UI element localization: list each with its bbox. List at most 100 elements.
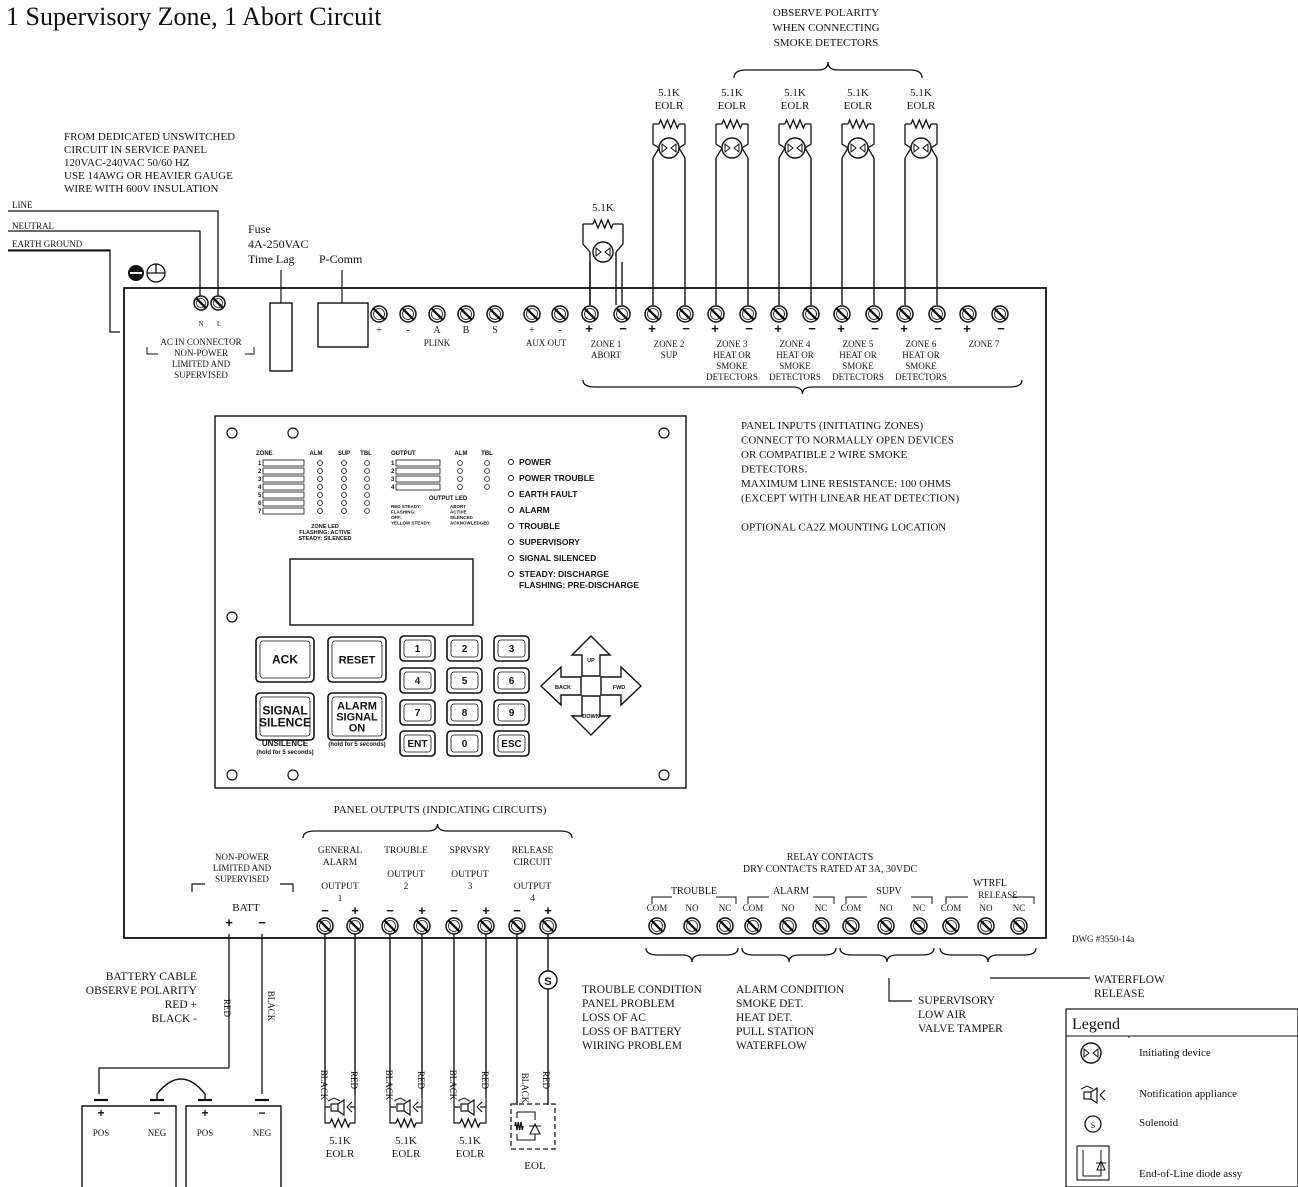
zone-led bbox=[317, 484, 323, 490]
eolr-label: EOLR bbox=[326, 1148, 355, 1160]
esc-button-outer[interactable] bbox=[493, 730, 530, 757]
key-1-inner[interactable] bbox=[403, 639, 432, 658]
key-5-label[interactable]: 5 bbox=[462, 676, 468, 687]
key-0[interactable]: 0 bbox=[446, 730, 483, 757]
screw-slot bbox=[912, 919, 926, 933]
key-9[interactable]: 9 bbox=[493, 699, 530, 726]
key-7-inner[interactable] bbox=[403, 703, 432, 722]
alarm-hold-label: (hold for 5 seconds) bbox=[328, 742, 385, 748]
key-3[interactable]: 3 bbox=[493, 635, 530, 662]
key-7-outer[interactable] bbox=[399, 699, 436, 726]
key-0-inner[interactable] bbox=[450, 734, 479, 753]
up-arrow-button-shape[interactable] bbox=[570, 635, 612, 677]
reset-button-outer[interactable] bbox=[327, 636, 387, 683]
down-arrow-button-label[interactable]: DOWN bbox=[582, 714, 599, 720]
key-9-label[interactable]: 9 bbox=[509, 708, 515, 719]
unsilence-label: UNSILENCE bbox=[262, 739, 309, 748]
screw-terminal bbox=[959, 305, 977, 323]
back-arrow-button-label[interactable]: BACK bbox=[555, 685, 571, 691]
esc-button-inner[interactable] bbox=[497, 734, 526, 753]
key-8-outer[interactable] bbox=[446, 699, 483, 726]
screw-ring bbox=[1013, 920, 1025, 932]
zone-label: DETECTORS bbox=[769, 372, 821, 382]
up-arrow-button-label[interactable]: UP bbox=[587, 658, 595, 664]
back-arrow-button-shape[interactable] bbox=[539, 665, 582, 707]
key-1-label[interactable]: 1 bbox=[415, 644, 421, 655]
dwg-number: DWG #3550-14a bbox=[1072, 934, 1134, 944]
ack-button-outer[interactable] bbox=[255, 636, 315, 683]
signal-silence-button-label[interactable]: SILENCE bbox=[259, 716, 311, 730]
key-5-outer[interactable] bbox=[446, 667, 483, 694]
key-8-label[interactable]: 8 bbox=[462, 708, 468, 719]
fwd-arrow-button-shape[interactable] bbox=[600, 665, 643, 707]
key-8-inner[interactable] bbox=[450, 703, 479, 722]
key-6-outer[interactable] bbox=[493, 667, 530, 694]
reset-button-label[interactable]: RESET bbox=[339, 654, 376, 666]
key-2-outer[interactable] bbox=[446, 635, 483, 662]
key-9-outer[interactable] bbox=[493, 699, 530, 726]
key-7-label[interactable]: 7 bbox=[415, 708, 421, 719]
alarm-signal-on-button-label[interactable]: ON bbox=[349, 722, 366, 734]
key-8[interactable]: 8 bbox=[446, 699, 483, 726]
key-4-outer[interactable] bbox=[399, 667, 436, 694]
key-4-label[interactable]: 4 bbox=[415, 676, 421, 687]
diode-symbol bbox=[529, 1122, 541, 1135]
key-7[interactable]: 7 bbox=[399, 699, 436, 726]
key-0-label[interactable]: 0 bbox=[462, 739, 468, 750]
key-2-inner[interactable] bbox=[450, 639, 479, 658]
screw-ring bbox=[448, 920, 460, 932]
key-3-inner[interactable] bbox=[497, 639, 526, 658]
signal-silence-button-label[interactable]: SIGNAL bbox=[262, 704, 307, 718]
output-led-meaning: ABORT bbox=[450, 504, 466, 509]
key-9-inner[interactable] bbox=[497, 703, 526, 722]
fwd-arrow-button[interactable]: FWD bbox=[600, 665, 643, 707]
down-arrow-button[interactable]: DOWN bbox=[570, 695, 612, 736]
output-table-header: ALM bbox=[455, 451, 468, 457]
wire-red-label: RED bbox=[416, 1071, 426, 1090]
status-led bbox=[508, 571, 514, 577]
screw-slot bbox=[781, 919, 795, 933]
key-3-label[interactable]: 3 bbox=[509, 644, 515, 655]
ent-button[interactable]: ENT bbox=[399, 730, 436, 757]
alarm-signal-on-button-outer[interactable] bbox=[327, 692, 387, 741]
key-6-inner[interactable] bbox=[497, 671, 526, 690]
waterflow-condition: RELEASE bbox=[1094, 988, 1144, 1000]
ack-button[interactable]: ACK bbox=[255, 636, 315, 683]
esc-button[interactable]: ESC bbox=[493, 730, 530, 757]
reset-button[interactable]: RESET bbox=[327, 636, 387, 683]
key-6[interactable]: 6 bbox=[493, 667, 530, 694]
down-arrow-button-shape[interactable] bbox=[570, 695, 612, 736]
up-arrow-button[interactable]: UP bbox=[570, 635, 612, 677]
signal-silence-button-outer[interactable] bbox=[255, 692, 315, 741]
detector-arrow bbox=[1092, 1047, 1099, 1059]
signal-silence-button-inner[interactable] bbox=[259, 696, 311, 737]
key-6-label[interactable]: 6 bbox=[509, 676, 515, 687]
fwd-arrow-button-label[interactable]: FWD bbox=[613, 685, 626, 691]
key-4[interactable]: 4 bbox=[399, 667, 436, 694]
alarm-signal-on-button-inner[interactable] bbox=[331, 696, 383, 737]
key-0-outer[interactable] bbox=[446, 730, 483, 757]
key-5[interactable]: 5 bbox=[446, 667, 483, 694]
key-1-outer[interactable] bbox=[399, 635, 436, 662]
reset-button-inner[interactable] bbox=[331, 640, 383, 679]
back-arrow-button[interactable]: BACK bbox=[539, 665, 582, 707]
ent-button-inner[interactable] bbox=[403, 734, 432, 753]
key-2-label[interactable]: 2 bbox=[462, 644, 468, 655]
ent-button-outer[interactable] bbox=[399, 730, 436, 757]
alarm-signal-on-button-label[interactable]: ALARM bbox=[337, 700, 377, 712]
key-5-inner[interactable] bbox=[450, 671, 479, 690]
key-1[interactable]: 1 bbox=[399, 635, 436, 662]
esc-button-label[interactable]: ESC bbox=[501, 739, 522, 750]
ack-button-label[interactable]: ACK bbox=[272, 653, 298, 667]
zone-plus: + bbox=[648, 321, 656, 336]
key-3-outer[interactable] bbox=[493, 635, 530, 662]
ent-button-label[interactable]: ENT bbox=[408, 739, 428, 750]
alarm-signal-on-button-label[interactable]: SIGNAL bbox=[336, 711, 378, 723]
key-4-inner[interactable] bbox=[403, 671, 432, 690]
key-2[interactable]: 2 bbox=[446, 635, 483, 662]
brace bbox=[839, 947, 935, 963]
ack-button-inner[interactable] bbox=[259, 640, 311, 679]
